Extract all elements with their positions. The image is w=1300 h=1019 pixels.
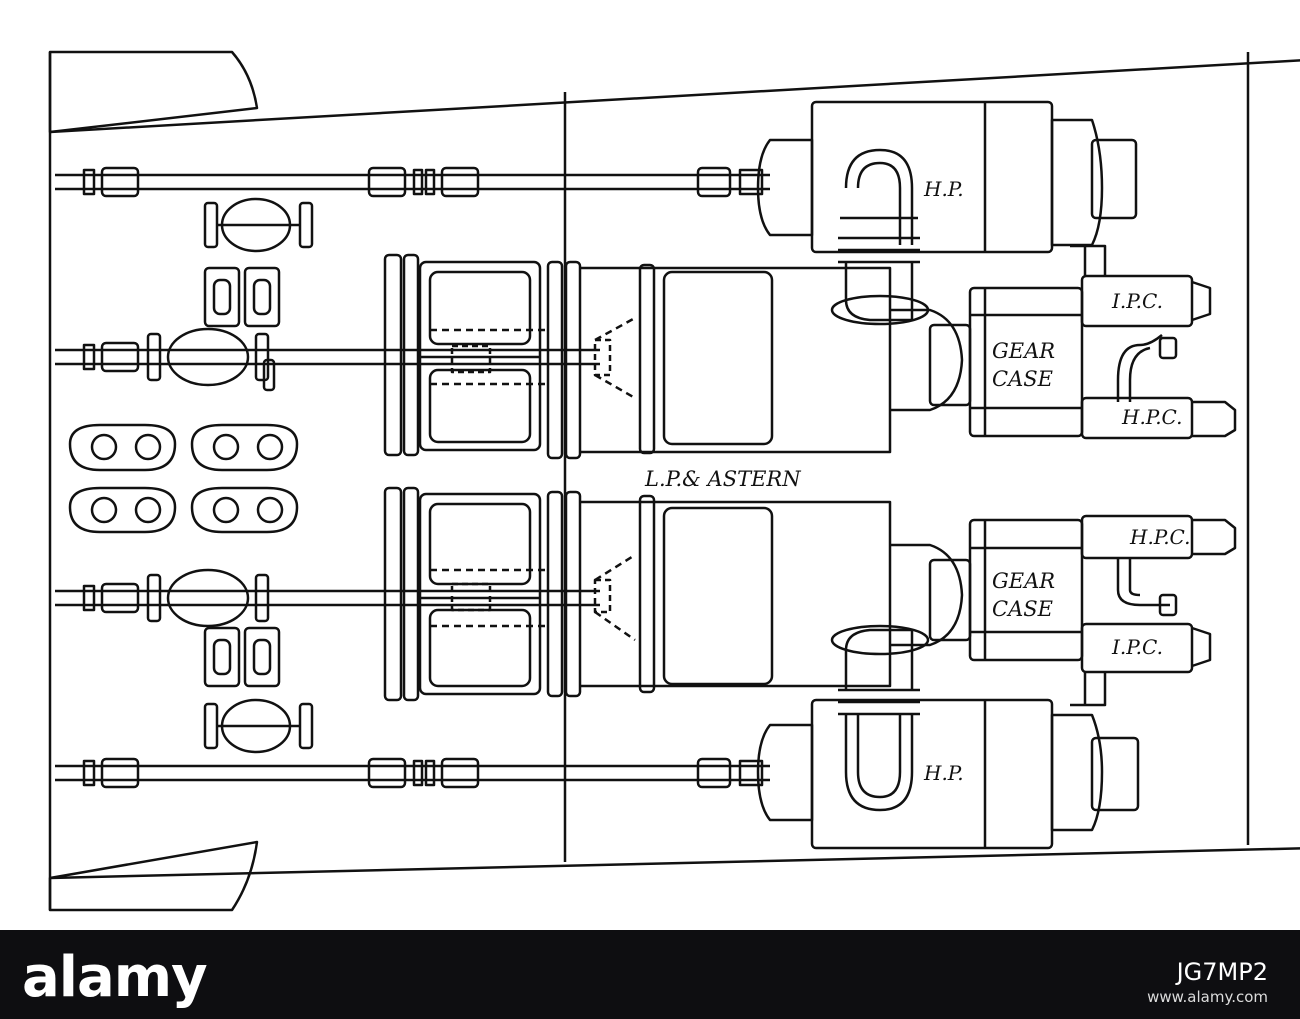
hpc-turbine-upper (1080, 396, 1237, 440)
label-ipc-lower: I.P.C. (1111, 635, 1163, 659)
lower-outer-shaft (55, 757, 770, 789)
hp-turbine-lower (756, 624, 1140, 850)
label-hp-upper: H.P. (923, 177, 964, 201)
upper-outer-shaft (55, 166, 770, 198)
valve-pairs-centre (68, 423, 299, 534)
label-hpc-lower: H.P.C. (1129, 525, 1191, 549)
turbine-arrangement-drawing: H.P. I.P.C. GEAR CASE H.P.C. L.P.& ASTER… (48, 50, 1300, 912)
valve-group-upper (203, 197, 314, 328)
svg-text:alamy: alamy (22, 945, 207, 1010)
label-hpc-upper: H.P.C. (1121, 405, 1183, 429)
label-gear-case-upper-line2: CASE (992, 367, 1053, 391)
valve-group-lower (203, 626, 314, 754)
hp-turbine-upper (756, 100, 1138, 326)
label-gear-case-upper-line1: GEAR (992, 339, 1055, 363)
hpc-turbine-lower (1080, 514, 1237, 617)
image-id: JG7MP2 (1176, 958, 1268, 986)
label-lp-astern: L.P.& ASTERN (644, 467, 801, 491)
gear-case-lower (928, 518, 1084, 662)
label-gear-case-lower-line2: CASE (992, 597, 1053, 621)
lp-astern-turbine-lower (383, 486, 964, 702)
label-ipc-upper: I.P.C. (1111, 289, 1163, 313)
watermark-url: www.alamy.com (1147, 988, 1268, 1006)
label-hp-lower: H.P. (923, 761, 964, 785)
label-gear-case-lower-line1: GEAR (992, 569, 1055, 593)
gear-case-upper (928, 286, 1084, 438)
lp-astern-turbine-upper (383, 253, 964, 460)
ipc-turbine-upper (1070, 244, 1212, 402)
lower-inner-shaft (55, 568, 600, 628)
upper-inner-shaft (55, 327, 600, 392)
ipc-turbine-lower (1070, 622, 1212, 707)
watermark-footer: alamy JG7MP2 www.alamy.com (0, 930, 1300, 1019)
hull-outline (48, 50, 1300, 912)
alamy-logo: alamy (22, 945, 208, 1010)
